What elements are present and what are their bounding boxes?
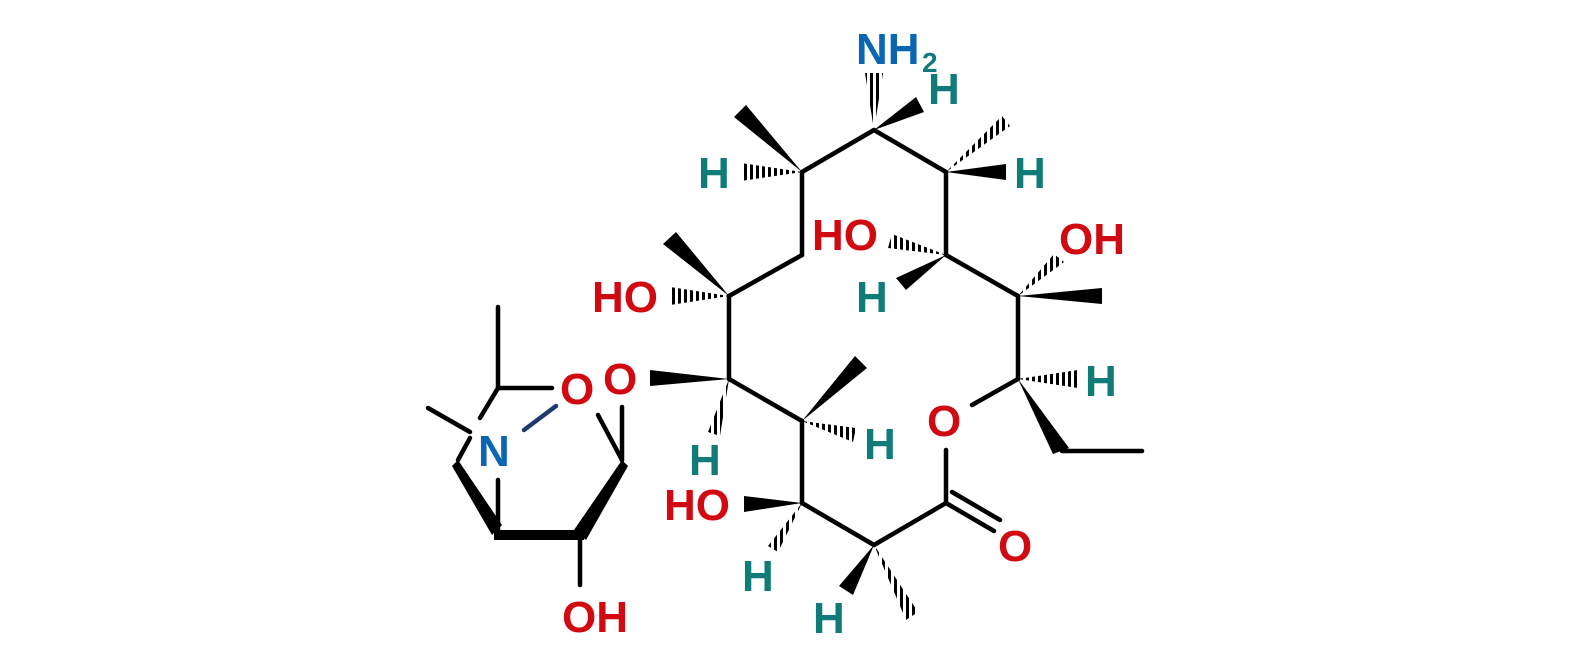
hash-wedge (865, 73, 883, 130)
hydrogen-label: H (689, 436, 721, 485)
wedge (1018, 288, 1102, 304)
wedge (452, 460, 502, 535)
hash-wedge (741, 163, 802, 181)
hydrogen-label: H (742, 552, 774, 601)
bond (455, 435, 473, 463)
bond (425, 405, 473, 435)
hydrogen-label: H (813, 594, 845, 643)
hydrogen-label: H (698, 149, 730, 198)
bond (726, 376, 805, 424)
single-bonds (425, 127, 1145, 588)
hash-wedge (874, 545, 918, 620)
hash-wedge (768, 503, 802, 552)
bond (477, 385, 501, 421)
hydrogen-label: H (1085, 357, 1117, 406)
wedge (874, 97, 924, 130)
atom-labels: NH 2 H H H H H H H H H HO OH HO HO OH O … (478, 25, 1125, 643)
nitrogen-label: N (478, 427, 510, 476)
wedge (574, 460, 628, 540)
wedge (802, 356, 867, 421)
bond (799, 500, 877, 548)
bond (595, 412, 625, 463)
hash-wedge (802, 421, 856, 442)
hydroxyl-label: OH (562, 593, 628, 642)
wedge (946, 164, 1006, 180)
hydrogen-label: H (864, 420, 896, 469)
hash-wedge (1018, 370, 1078, 388)
wedge (734, 105, 802, 172)
sugar-oxygen-label: O (560, 365, 594, 414)
wedge (1018, 379, 1069, 454)
bond (799, 127, 877, 175)
bond (949, 489, 1003, 523)
hash-wedge (708, 379, 729, 436)
hydroxyl-label: HO (592, 273, 658, 322)
hash-bonds (670, 73, 1078, 620)
hash-wedge (888, 234, 946, 255)
ring-oxygen-label: O (927, 397, 961, 446)
wedge (650, 370, 729, 386)
hydroxyl-label: HO (664, 481, 730, 530)
amine-subscript: 2 (922, 47, 938, 78)
bond (943, 252, 1021, 299)
bond (871, 500, 949, 548)
glycosidic-oxygen-label: O (603, 355, 637, 404)
wedge (744, 496, 802, 512)
wedge (663, 232, 729, 296)
hydrogen-label: H (928, 65, 960, 114)
bond (726, 252, 805, 299)
n-o-bond (521, 403, 559, 433)
wedge (896, 255, 946, 290)
bond (943, 500, 997, 534)
hash-wedge (946, 116, 1010, 172)
hydrogen-label: H (1014, 149, 1046, 198)
wedge-bonds (452, 97, 1102, 595)
hash-wedge (1018, 254, 1064, 296)
hydroxyl-label: OH (1059, 215, 1125, 264)
carbonyl-oxygen-label: O (998, 522, 1032, 571)
wedge (839, 545, 874, 595)
hydrogen-label: H (856, 273, 888, 322)
amine-label: NH (856, 25, 920, 74)
bond (871, 127, 949, 175)
hydroxyl-label: HO (812, 211, 878, 260)
bond (969, 376, 1021, 408)
hash-wedge (670, 287, 729, 305)
